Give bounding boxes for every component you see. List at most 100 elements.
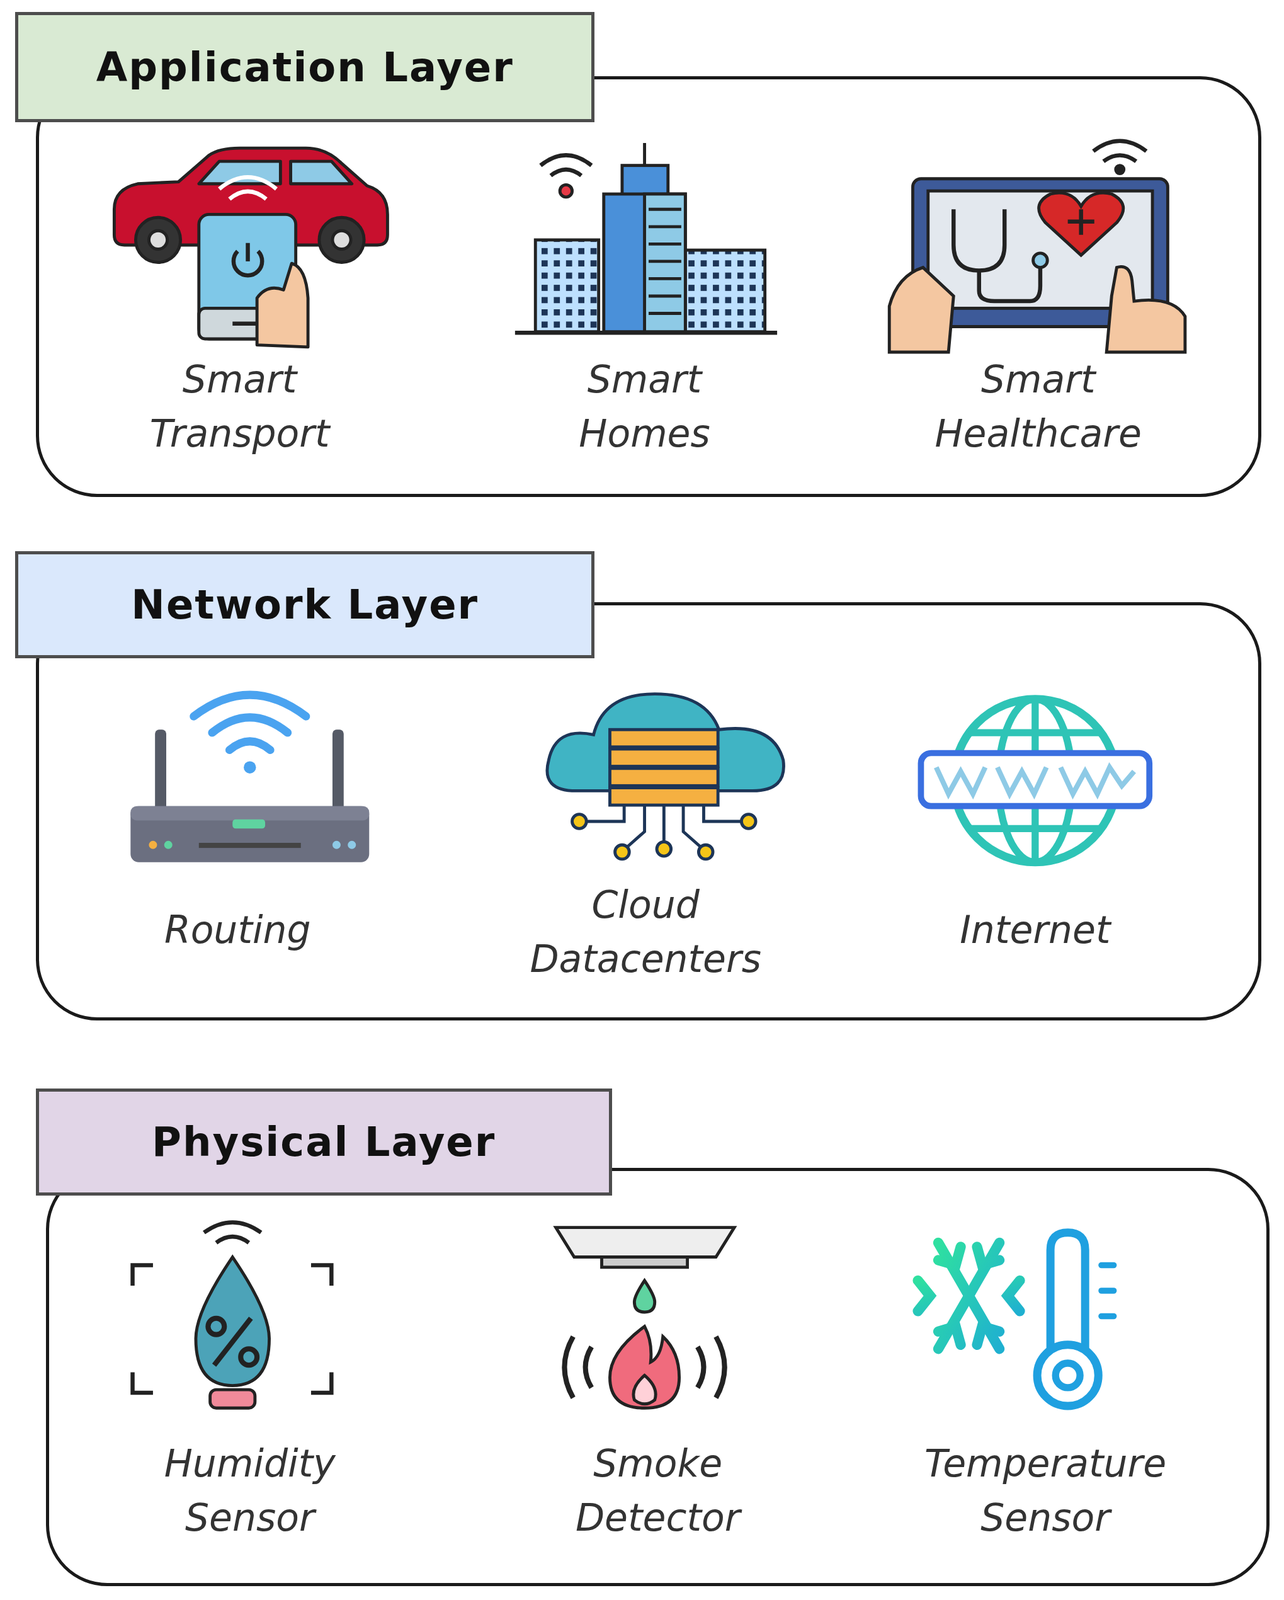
car-phone-icon-part xyxy=(229,191,266,199)
humidity-icon xyxy=(132,1221,332,1408)
layer-heading: Application Layer xyxy=(15,11,595,123)
item-caption: Cloud Datacenters xyxy=(529,877,762,986)
cloud-server-icon-part xyxy=(609,748,718,767)
tablet-health-icon-part xyxy=(1106,266,1186,353)
tablet-health-icon-part xyxy=(1115,165,1125,174)
cloud-server-icon-part xyxy=(615,844,630,859)
buildings-icon-part xyxy=(648,294,682,298)
router-icon-part xyxy=(332,729,344,812)
temperature-icon-part xyxy=(907,1242,1030,1349)
router-icon-part xyxy=(212,717,288,733)
item-caption: Smart Transport xyxy=(149,352,330,461)
buildings-icon-part xyxy=(648,207,682,211)
layer-item: Temperature Sensor xyxy=(924,1435,1167,1545)
tablet-health-icon-part xyxy=(1103,154,1137,162)
buildings-icon-part xyxy=(540,154,592,165)
cloud-server-icon-part xyxy=(703,804,742,822)
cloud-server-icon-part xyxy=(586,804,625,822)
temperature-icon-part-part xyxy=(938,1246,1000,1344)
temperature-icon-part-part xyxy=(938,1242,1000,1349)
layer-heading: Physical Layer xyxy=(35,1088,613,1196)
temperature-icon-part-part xyxy=(938,1242,1000,1349)
humidity-icon-part xyxy=(311,1372,332,1393)
buildings-icon-part xyxy=(681,249,766,332)
globe-icon-part xyxy=(969,824,1103,832)
humidity-icon-part xyxy=(215,1236,249,1243)
router-icon-part xyxy=(154,729,167,812)
car-phone-icon-part xyxy=(135,217,181,262)
globe-icon-part xyxy=(920,753,1150,807)
globe-icon xyxy=(920,698,1150,863)
car-phone-icon-part xyxy=(256,263,308,347)
layer-item: Smart Homes xyxy=(578,352,710,461)
temperature-icon-part-part xyxy=(918,1280,1021,1312)
temperature-icon-part xyxy=(1050,1232,1086,1355)
layer-item: Cloud Datacenters xyxy=(529,877,762,986)
smoke-detector-icon-part xyxy=(609,1326,679,1409)
layer-panel: Network LayerRoutingCloud DatacentersInt… xyxy=(35,602,1262,1021)
cloud-server-icon-part xyxy=(662,804,666,842)
buildings-icon xyxy=(515,142,778,333)
tablet-health-icon xyxy=(889,141,1186,353)
buildings-icon-part xyxy=(648,277,682,281)
temperature-icon xyxy=(907,1232,1114,1406)
buildings-icon-part xyxy=(644,193,686,332)
buildings-icon-part xyxy=(559,184,572,197)
buildings-icon-part xyxy=(642,142,647,166)
item-caption: Humidity Sensor xyxy=(164,1435,336,1545)
buildings-icon-part xyxy=(515,330,778,335)
temperature-icon-part xyxy=(1037,1344,1099,1406)
humidity-icon-part xyxy=(311,1265,332,1286)
router-icon-part xyxy=(148,840,157,849)
humidity-icon-part xyxy=(240,1348,257,1365)
router-icon-part xyxy=(164,840,173,849)
item-caption: Smoke Detector xyxy=(575,1435,740,1545)
item-caption: Smart Healthcare xyxy=(934,352,1142,461)
temperature-icon-part xyxy=(1055,1362,1080,1388)
car-phone-icon-part xyxy=(290,161,353,184)
router-icon-part xyxy=(232,819,266,829)
buildings-icon-part xyxy=(648,224,682,228)
layer-panel: Application LayerSmart TransportSmart Ho… xyxy=(35,76,1262,497)
globe-icon-part xyxy=(969,728,1103,736)
smoke-detector-icon-part xyxy=(715,1336,725,1398)
buildings-icon-part xyxy=(648,259,682,263)
buildings-icon-part xyxy=(648,311,682,315)
layer-item: Internet xyxy=(959,902,1111,957)
car-phone-icon-part xyxy=(319,217,364,262)
router-icon-part xyxy=(130,806,370,863)
cloud-server-icon-part xyxy=(627,804,645,847)
temperature-icon-part xyxy=(1101,1312,1114,1320)
cloud-server-icon-part xyxy=(698,844,713,859)
router-icon xyxy=(130,694,370,863)
item-caption: Routing xyxy=(164,902,312,957)
cloud-server-icon-part xyxy=(609,768,718,786)
temperature-icon-part-part xyxy=(938,1246,1000,1344)
router-icon-part xyxy=(130,806,370,821)
cloud-server-icon-part xyxy=(656,841,672,856)
tablet-health-icon-part xyxy=(889,267,954,353)
tablet-health-icon-part xyxy=(979,267,1041,302)
buildings-icon-part xyxy=(622,165,669,197)
humidity-icon-part xyxy=(210,1389,256,1408)
car-phone-icon-part xyxy=(332,230,351,249)
cloud-server-icon-part xyxy=(547,693,785,791)
car-phone-icon-part xyxy=(198,161,281,184)
cloud-server-icon-part xyxy=(741,814,756,829)
car-phone-icon-part xyxy=(219,176,277,189)
buildings-icon-part xyxy=(603,193,686,332)
smoke-detector-icon xyxy=(556,1227,735,1409)
item-caption: Internet xyxy=(959,902,1111,957)
smoke-detector-icon-part xyxy=(602,1256,688,1267)
humidity-icon-part xyxy=(132,1372,154,1393)
item-caption: Temperature Sensor xyxy=(924,1435,1167,1545)
tablet-health-icon-part xyxy=(1068,219,1095,223)
tablet-health-icon-part xyxy=(953,209,1005,271)
humidity-icon-part xyxy=(132,1265,154,1286)
router-icon-part xyxy=(198,842,302,848)
humidity-icon-part xyxy=(214,1318,251,1365)
layer-item: Routing xyxy=(164,902,312,957)
humidity-icon-part xyxy=(204,1221,262,1232)
